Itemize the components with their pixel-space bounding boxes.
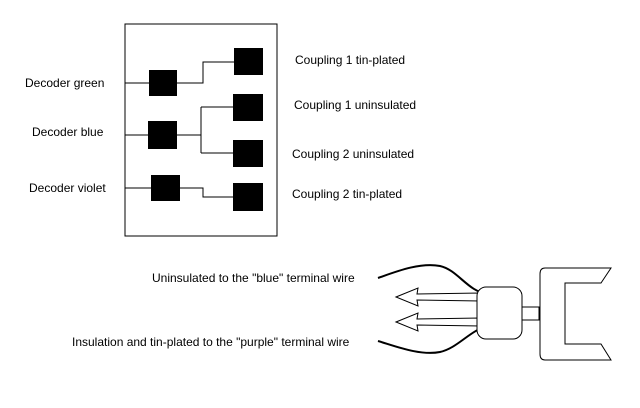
top-wire-label: Uninsulated to the "blue" terminal wire: [152, 271, 355, 285]
coupling-2-uninsulated-label: Coupling 2 uninsulated: [292, 147, 415, 161]
terminal-clip: [539, 267, 612, 361]
decoder-violet-block: [151, 175, 180, 201]
bottom-wire-label: Insulation and tin-plated to the "purple…: [72, 335, 350, 349]
connection-green-to-coupling1-tin: [177, 61, 234, 84]
coupling-2-tin-plated-label: Coupling 2 tin-plated: [292, 187, 403, 201]
arrow-bottom-icon: [394, 312, 481, 332]
arrow-top-icon: [394, 287, 481, 307]
coupling-2-tin-plated-block: [233, 183, 263, 211]
decoder-violet-label: Decoder violet: [29, 181, 106, 195]
coupling-1-tin-plated-block: [234, 48, 263, 75]
coupling-1-tin-plated-label: Coupling 1 tin-plated: [295, 53, 406, 67]
connection-violet-to-coupling2-tin: [180, 187, 233, 198]
decoder-blue-label: Decoder blue: [32, 125, 104, 139]
top-wire: [377, 264, 489, 295]
bottom-wire: [377, 325, 489, 354]
decoder-green-block: [149, 70, 177, 96]
decoder-blue-block: [148, 121, 177, 149]
coupling-1-uninsulated-block: [233, 94, 263, 121]
wiring-panel-frame: [124, 23, 278, 237]
connector-body: [476, 286, 523, 340]
connector-neck: [521, 306, 540, 321]
coupling-2-uninsulated-block: [233, 140, 263, 167]
decoder-green-label: Decoder green: [25, 76, 105, 90]
coupling-1-uninsulated-label: Coupling 1 uninsulated: [294, 98, 417, 112]
